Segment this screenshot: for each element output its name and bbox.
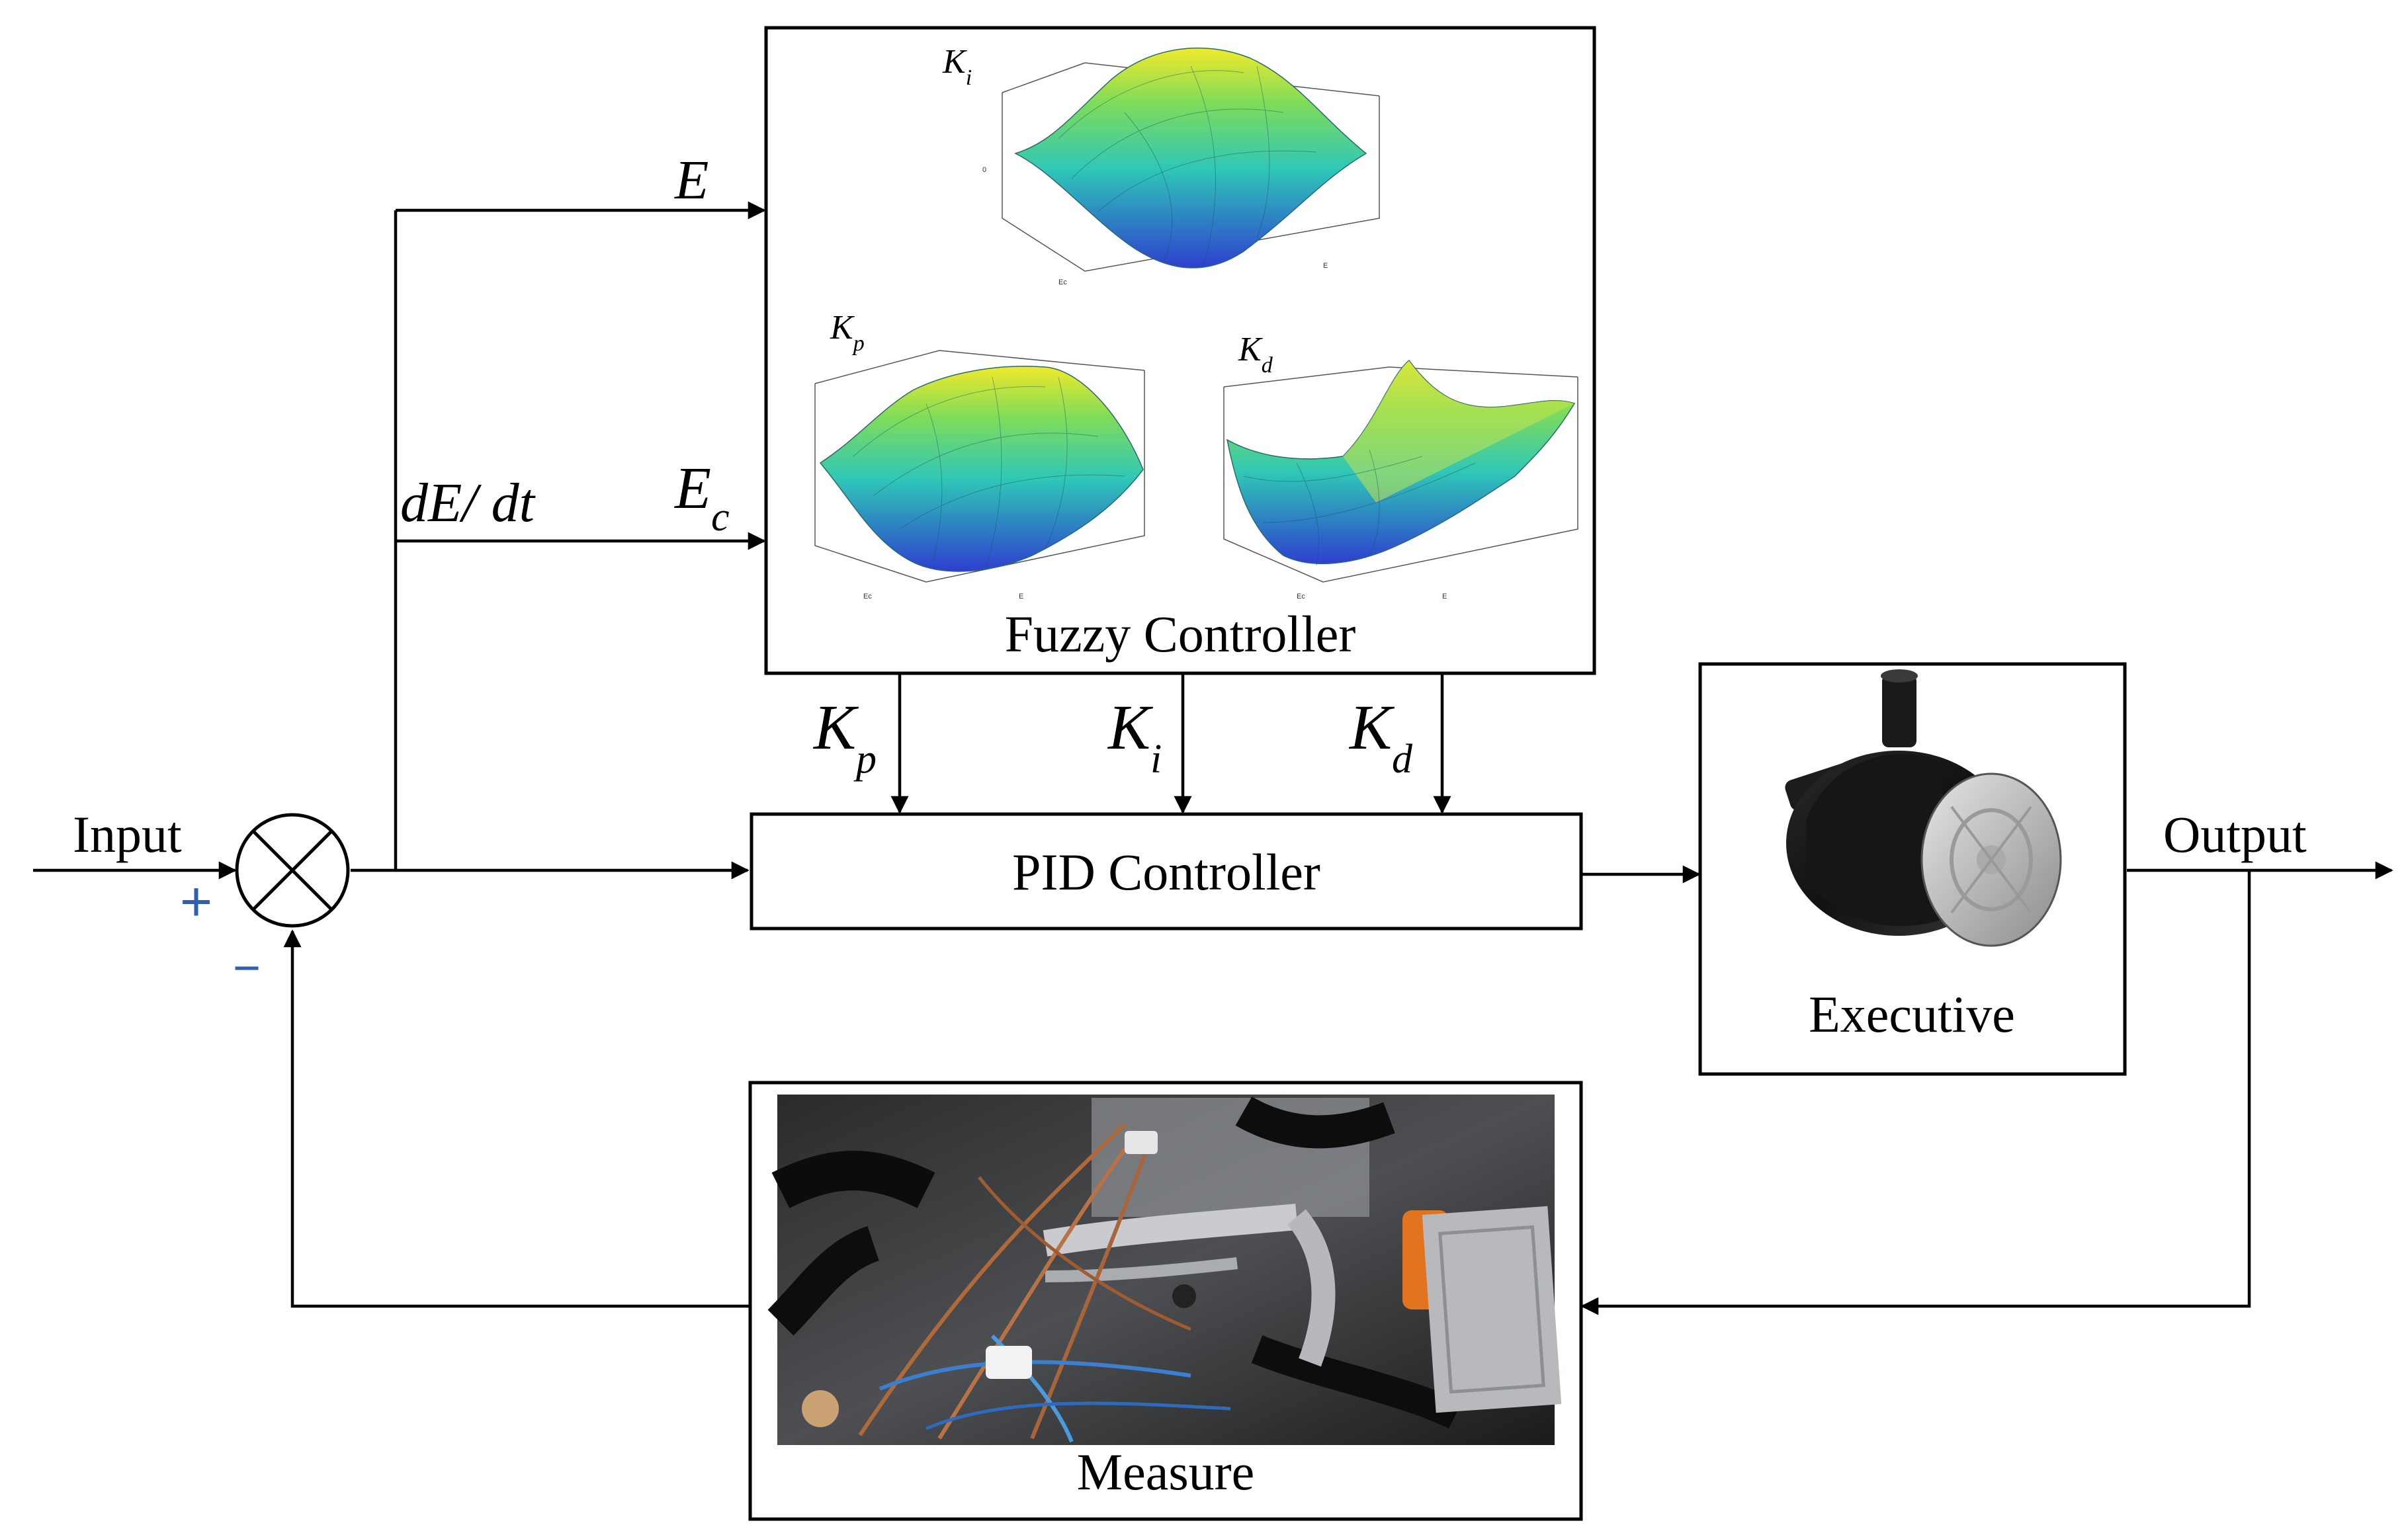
ki-axis-tick: 0 bbox=[982, 166, 986, 174]
ki-surface-label: Ki bbox=[942, 43, 972, 90]
kd-surface-label: Kd bbox=[1238, 331, 1273, 378]
kp-surface-label: Kp bbox=[830, 309, 865, 356]
gain-kp-label: Kp bbox=[812, 692, 877, 782]
ki-axis-ec-label: Ec bbox=[1058, 278, 1067, 286]
gain-ki-label: Ki bbox=[1107, 692, 1162, 782]
measure-photo bbox=[767, 1095, 1562, 1445]
signal-ec-label: Ec bbox=[673, 456, 730, 540]
pid-controller-box bbox=[750, 812, 1583, 931]
ki-surface-plot: Ki 0 Ec E bbox=[942, 43, 1380, 286]
pump-image bbox=[1785, 669, 2062, 947]
ki-axis-e-label: E bbox=[1323, 262, 1328, 270]
output-label: Output bbox=[2163, 806, 2307, 863]
kp-surface-plot: Kp Ec E bbox=[814, 309, 1145, 601]
kd-surface-plot: Kd Ec E bbox=[1223, 331, 1578, 601]
executive-label: Executive bbox=[1809, 985, 2015, 1043]
feedback-left-wire bbox=[283, 929, 749, 1308]
pid-controller-label: PID Controller bbox=[1012, 843, 1320, 901]
kp-axis-ec-label: Ec bbox=[863, 593, 872, 601]
kp-axis-e-label: E bbox=[1019, 593, 1023, 601]
kp-surface bbox=[819, 366, 1144, 572]
plus-sign: + bbox=[180, 870, 212, 932]
signal-de-dt-label: dE/ dt bbox=[400, 472, 537, 534]
kd-axis-ec-label: Ec bbox=[1297, 593, 1305, 601]
summing-junction bbox=[235, 813, 350, 928]
gain-kd-label: Kd bbox=[1348, 692, 1413, 782]
feedback-right-wire bbox=[1580, 870, 2251, 1315]
input-label: Input bbox=[73, 806, 182, 863]
kd-axis-e-label: E bbox=[1442, 593, 1447, 601]
ki-surface bbox=[1014, 47, 1367, 269]
minus-sign: − bbox=[233, 942, 261, 995]
measure-label: Measure bbox=[1077, 1443, 1255, 1501]
fuzzy-controller-label: Fuzzy Controller bbox=[1005, 605, 1356, 663]
signal-e-label: E bbox=[674, 149, 709, 211]
